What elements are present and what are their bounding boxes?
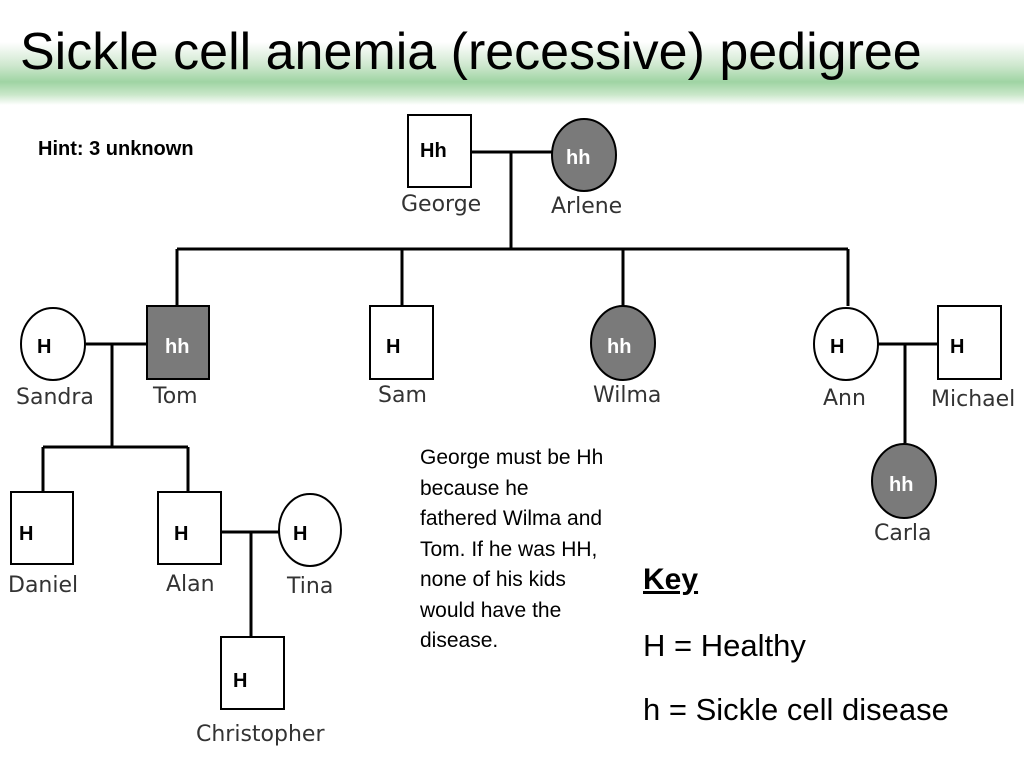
ann-circle — [813, 307, 879, 381]
michael-genotype: H — [950, 336, 964, 358]
tina-circle — [278, 493, 342, 567]
page-title: Sickle cell anemia (recessive) pedigree — [20, 23, 922, 81]
ann-genotype: H — [830, 336, 844, 358]
tina-genotype: H — [293, 523, 307, 545]
arlene-name: Arlene — [551, 194, 622, 219]
george-name: George — [401, 192, 481, 217]
daniel-genotype: H — [19, 523, 33, 545]
tina-name: Tina — [286, 574, 333, 599]
sam-name: Sam — [378, 383, 427, 408]
wilma-circle — [590, 305, 656, 381]
alan-name: Alan — [166, 572, 215, 597]
tom-square — [146, 305, 210, 380]
carla-circle — [871, 443, 937, 519]
tom-name: Tom — [152, 384, 198, 409]
sandra-name: Sandra — [16, 385, 94, 410]
explanation-note: George must be Hh because he fathered Wi… — [420, 446, 604, 652]
arlene-circle — [551, 118, 617, 192]
christopher-square — [220, 636, 285, 710]
wilma-genotype: hh — [607, 336, 631, 358]
tom-genotype: hh — [165, 336, 189, 358]
george-genotype: Hh — [420, 140, 447, 162]
key-title: Key — [643, 563, 699, 596]
sam-square — [369, 305, 434, 380]
arlene-genotype: hh — [566, 147, 590, 169]
christopher-genotype: H — [233, 670, 247, 692]
daniel-name: Daniel — [8, 573, 78, 598]
sam-genotype: H — [386, 336, 400, 358]
michael-square — [937, 305, 1002, 380]
key-item-healthy: H = Healthy — [643, 628, 806, 663]
michael-name: Michael — [931, 387, 1015, 412]
key-item-disease: h = Sickle cell disease — [643, 692, 949, 727]
carla-name: Carla — [874, 521, 931, 546]
sandra-circle — [20, 307, 86, 381]
pedigree-lines — [41, 150, 938, 637]
alan-square — [157, 491, 222, 565]
carla-genotype: hh — [889, 474, 913, 496]
title-band — [0, 0, 1024, 105]
wilma-name: Wilma — [593, 383, 661, 408]
ann-name: Ann — [823, 386, 866, 411]
daniel-square — [10, 491, 74, 565]
alan-genotype: H — [174, 523, 188, 545]
sandra-genotype: H — [37, 336, 51, 358]
hint-text: Hint: 3 unknown — [38, 138, 194, 160]
george-square — [407, 114, 472, 188]
christopher-name: Christopher — [196, 722, 325, 747]
